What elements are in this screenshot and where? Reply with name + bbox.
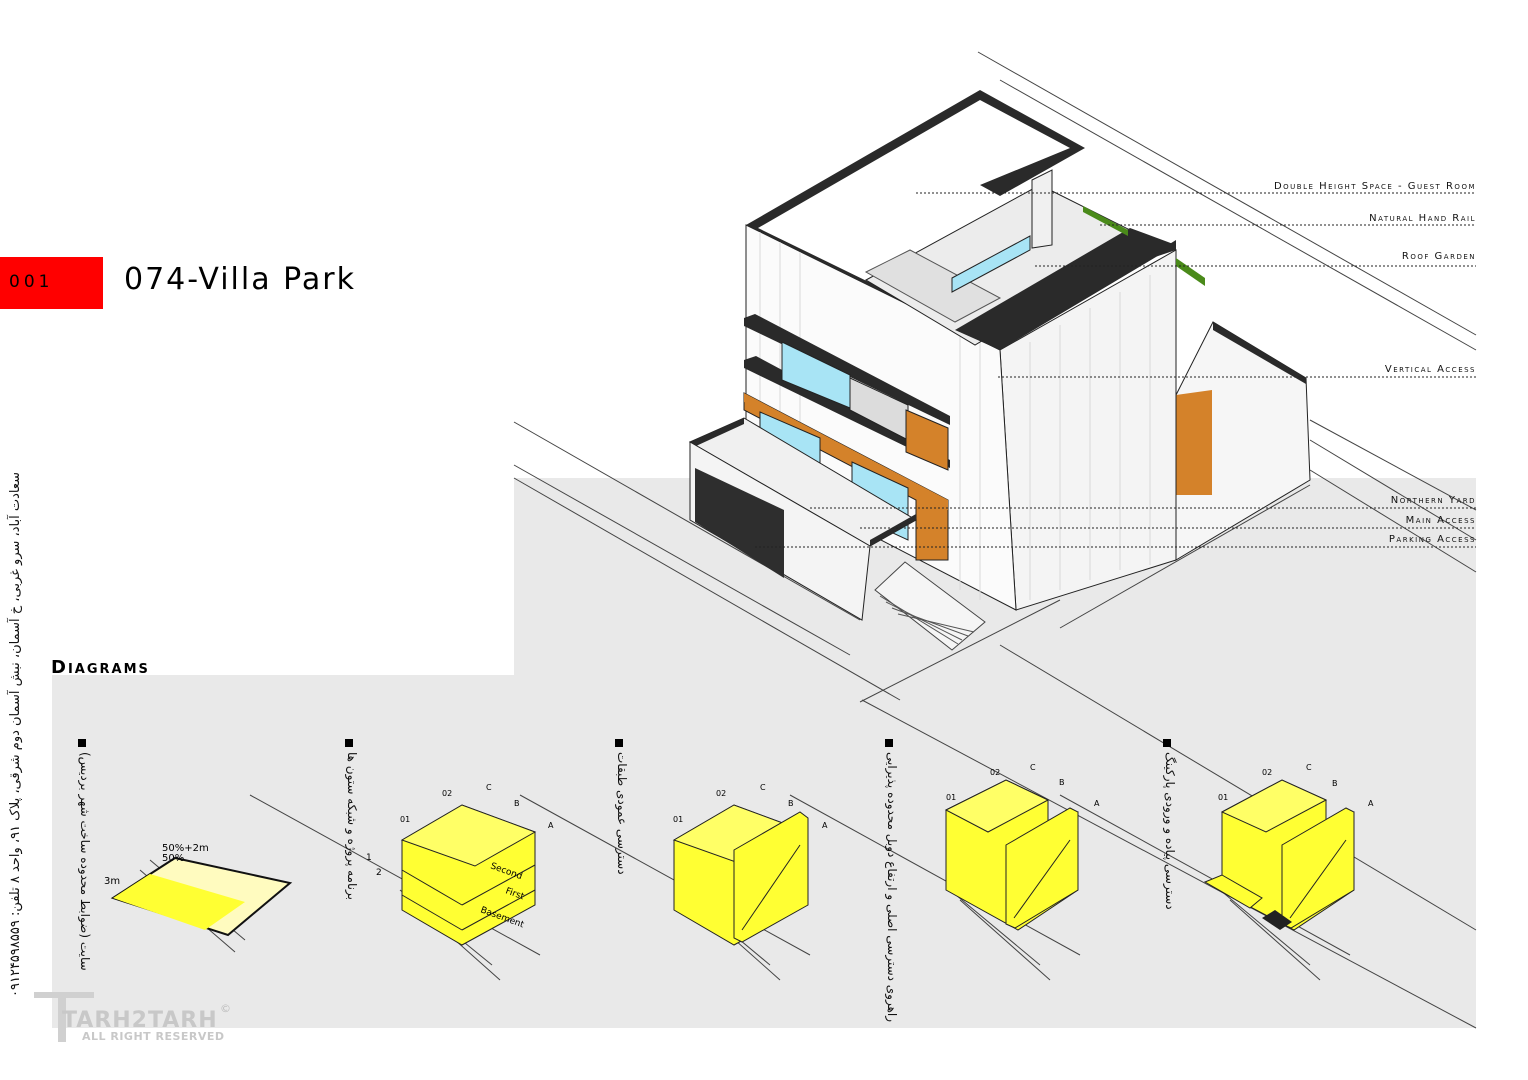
grid-col-label: C [760, 783, 766, 792]
grid-col-label: A [822, 821, 828, 830]
diagram-bullet [885, 739, 893, 747]
grid-col-label: C [1306, 763, 1312, 772]
diagrams-heading: Diagrams [51, 657, 150, 678]
callout-hand-rail: Natural Hand Rail [1369, 213, 1476, 224]
logo-tagline: ALL RIGHT RESERVED [82, 1030, 225, 1043]
diagram-bullet [1163, 739, 1171, 747]
grid-row-label: 02 [1262, 768, 1272, 777]
site-dim-side: 3m [104, 876, 120, 887]
diagram-bullet [615, 739, 623, 747]
logo-mark-icon [34, 992, 94, 1042]
callout-double-height: Double Height Space - Guest Room [1273, 181, 1476, 192]
facade-hatch [759, 232, 1151, 600]
diagram-caption-vertical: دسترسی عمودی طبقات [615, 752, 629, 875]
axis-label: 1 [366, 853, 372, 863]
street-lines [513, 51, 1477, 1029]
callout-northern-yard: Northern Yard [1390, 495, 1476, 506]
axis-label: 2 [376, 868, 382, 878]
diagram-bullet [78, 739, 86, 747]
grid-row-label: 02 [716, 789, 726, 798]
grid-col-label: A [1094, 799, 1100, 808]
grid-row-label: 01 [1218, 793, 1228, 802]
sheet-number-tab [0, 257, 103, 309]
diagram-caption-site: سایت (ضوابط محدوده ساخت شهر بردیس) [78, 752, 92, 971]
callout-roof-garden: Roof Garden [1401, 251, 1476, 262]
copyright-mark: © [220, 1002, 231, 1015]
grid-row-label: 02 [442, 789, 452, 798]
logo: TARH2TARH ALL RIGHT RESERVED © [32, 990, 232, 1050]
grid-col-label: B [1059, 778, 1065, 787]
vertical-access-diagram: 01 02 A B C [672, 783, 828, 946]
grid-col-label: B [514, 799, 520, 808]
diagram-caption-corridor: راهروی دسترسی اصلی و ارتفاع دوبل محدوده … [885, 752, 899, 1023]
office-address: سعادت آباد، سرو غربی، خ آسمان، نبش آسمان… [8, 472, 23, 997]
callout-main-access: Main Access [1405, 515, 1476, 526]
sheet-number: 001 [9, 272, 54, 292]
grid-col-label: B [1332, 779, 1338, 788]
diagram-caption-program: برنامه پروژه و شبکه ستون ها [345, 752, 359, 900]
site-dim-top: 50%+2m [162, 843, 209, 854]
logo-name: TARH2TARH [62, 1008, 218, 1033]
grid-col-label: A [548, 821, 554, 830]
callout-parking-access: Parking Access [1388, 534, 1476, 545]
diagram-bullet [345, 739, 353, 747]
roof-stair [864, 249, 1002, 323]
diagram-caption-entry: دسترسی پیاده و ورودی پارکینگ [1163, 752, 1177, 910]
main-corridor-diagram: 01 02 A B C [944, 763, 1100, 931]
grid-col-label: C [486, 783, 492, 792]
callout-vertical-access: Vertical Access [1384, 364, 1476, 375]
grid-row-label: 01 [946, 793, 956, 802]
grid-col-label: C [1030, 763, 1036, 772]
roof-garden-strip [1083, 206, 1128, 236]
project-title: 074-Villa Park [124, 262, 356, 297]
grid-col-label: A [1368, 799, 1374, 808]
entry-parking-diagram: 01 02 A B C [1203, 763, 1374, 931]
roof-skylight [951, 235, 1031, 293]
garage-door [695, 468, 784, 578]
wood-panel-east [1176, 390, 1212, 495]
grid-row-label: 01 [673, 815, 683, 824]
grid-row-label: 02 [990, 768, 1000, 777]
grid-col-label: B [788, 799, 794, 808]
program-diagram: 01 02 A B C Second First Basement 1 2 [366, 783, 554, 946]
site-dim-mid: 50% [162, 853, 184, 864]
buildable-area [113, 874, 245, 930]
callout-leaders [755, 192, 1476, 548]
grid-row-label: 01 [400, 815, 410, 824]
